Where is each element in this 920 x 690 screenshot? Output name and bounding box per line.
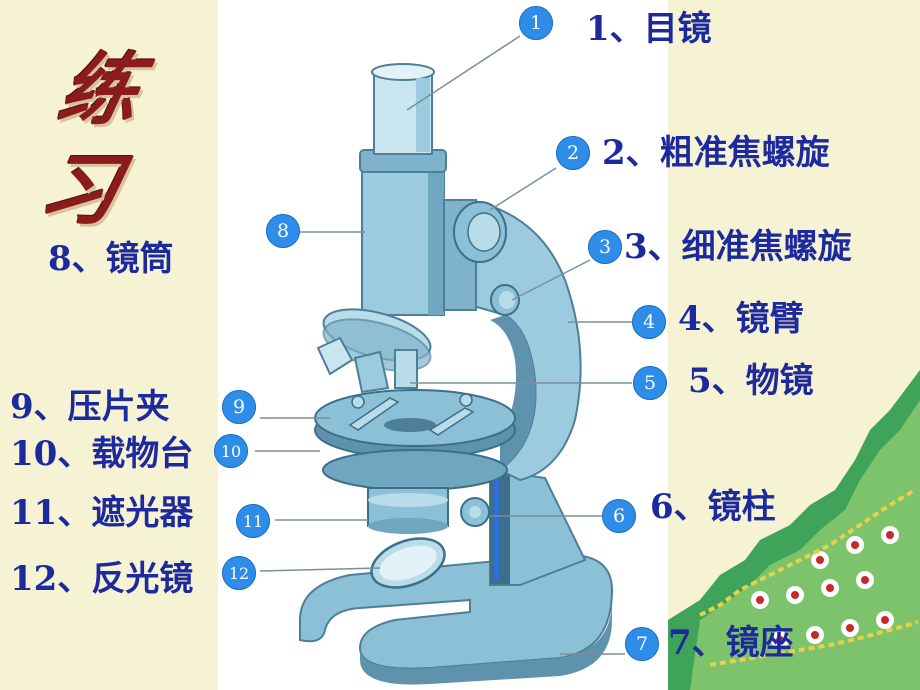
badge-1: 1 <box>519 6 553 40</box>
badge-8: 8 <box>266 214 300 248</box>
badge-2: 2 <box>556 136 590 170</box>
objective-1 <box>316 336 354 376</box>
diaphragm-ring <box>368 493 448 507</box>
pillar-knob-center <box>469 506 481 518</box>
leader-3 <box>511 259 591 301</box>
base-shape <box>299 553 614 670</box>
stage-hole <box>384 418 436 432</box>
badge-7: 7 <box>625 627 659 661</box>
badge-9: 9 <box>222 390 256 424</box>
stage-top <box>314 389 516 447</box>
badge-5: 5 <box>633 366 667 400</box>
badge-11: 11 <box>236 504 270 538</box>
label-arm: 4、镜臂 <box>678 299 804 339</box>
diaphragm-bottom <box>368 518 448 534</box>
stage-clip-left <box>348 397 400 431</box>
clip-screw-right <box>459 393 473 407</box>
arm-shadow <box>490 315 536 470</box>
label-stage-clip: 9、压片夹 <box>10 387 170 427</box>
badge-10: 10 <box>214 434 248 468</box>
label-tube: 8、镜筒 <box>48 239 174 279</box>
leader-1 <box>406 35 521 111</box>
badge-12: 12 <box>222 556 256 590</box>
clip-screw-left <box>351 395 365 409</box>
label-diaphragm: 11、遮光器 <box>10 493 194 533</box>
leader-2 <box>489 167 557 211</box>
pillar-slot <box>490 472 510 584</box>
objective-2 <box>353 350 390 394</box>
leader-12 <box>259 567 381 572</box>
label-base: 7、镜座 <box>668 623 794 663</box>
mirror-surface <box>379 545 437 581</box>
base-edge <box>360 600 612 685</box>
label-stage: 10、载物台 <box>10 434 194 474</box>
badge-4: 4 <box>632 305 666 339</box>
label-objective: 5、物镜 <box>688 361 814 401</box>
label-fine-focus: 3、细准焦螺旋 <box>624 227 852 267</box>
substage-ring <box>322 449 508 491</box>
pillar-highlight <box>494 476 499 580</box>
fine-knob-face <box>499 291 515 309</box>
badge-3: 3 <box>588 230 622 264</box>
stage-clip-right <box>428 407 475 436</box>
label-eyepiece: 1、目镜 <box>586 9 712 49</box>
badge-6: 6 <box>602 499 636 533</box>
label-mirror: 12、反光镜 <box>10 559 194 599</box>
tube-shadow <box>428 165 444 315</box>
label-pillar: 6、镜柱 <box>650 487 776 527</box>
eyepiece-top <box>371 63 435 81</box>
coarse-knob-face <box>467 212 501 252</box>
objective-3 <box>394 349 418 389</box>
eyepiece-shadow <box>416 78 430 152</box>
label-coarse-focus: 2、粗准焦螺旋 <box>602 133 830 173</box>
